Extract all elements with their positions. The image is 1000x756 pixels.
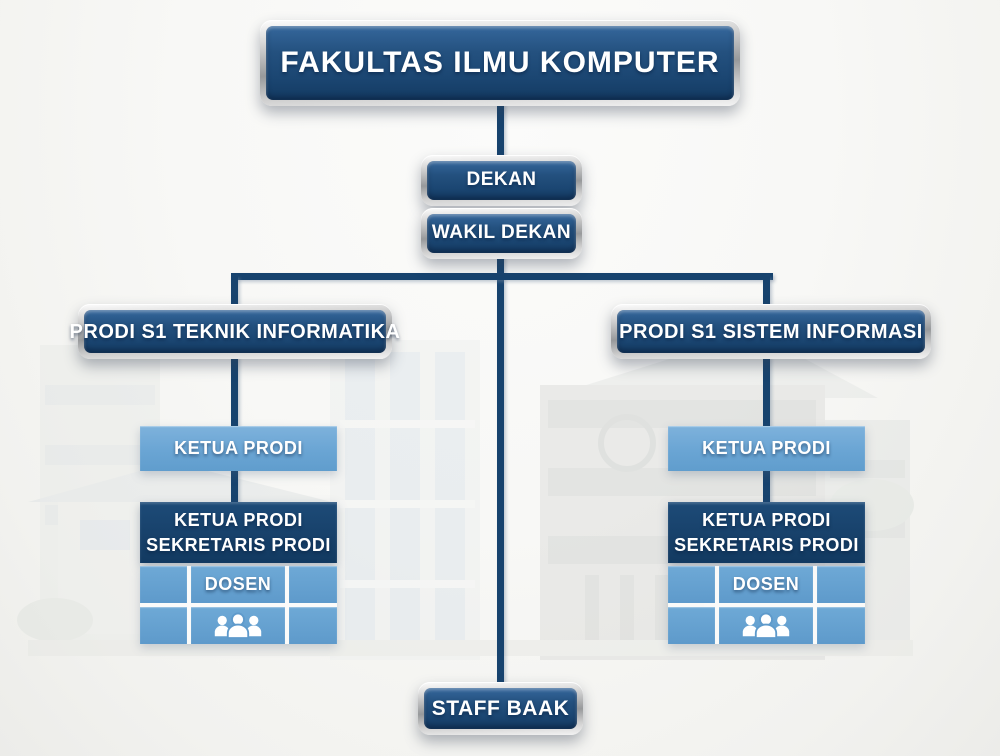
node-dekan: DEKAN bbox=[421, 155, 582, 206]
node-prodi-ti-inner: PRODI S1 TEKNIK INFORMATIKA bbox=[70, 310, 400, 353]
connector-right-prodi-ketua bbox=[763, 356, 770, 430]
node-wakil-dekan: WAKIL DEKAN bbox=[421, 208, 582, 259]
node-ketua-sekretaris-ti: KETUA PRODI SEKRETARIS PRODI bbox=[140, 502, 337, 563]
connector-root-dekan bbox=[497, 102, 504, 158]
prodi-si-label: PRODI S1 SISTEM INFORMASI bbox=[619, 320, 923, 343]
node-ketua-prodi-si: KETUA PRODI bbox=[668, 426, 865, 471]
connector-right-ketua-sekretaris bbox=[763, 468, 770, 504]
node-fakultas-inner: FAKULTAS ILMU KOMPUTER bbox=[266, 26, 734, 100]
fakultas-label: FAKULTAS ILMU KOMPUTER bbox=[280, 46, 720, 79]
node-staff-baak: STAFF BAAK bbox=[418, 682, 583, 735]
connector-center-vertical bbox=[497, 255, 504, 687]
wakil-dekan-label: WAKIL DEKAN bbox=[431, 222, 572, 244]
ketua-sekretaris-si-line1: KETUA PRODI bbox=[702, 510, 831, 531]
grid-cell-empty bbox=[668, 607, 715, 644]
dosen-grid-si: DOSEN bbox=[668, 566, 865, 644]
ketua-sekretaris-si-line2: SEKRETARIS PRODI bbox=[674, 534, 859, 555]
grid-cell-empty bbox=[289, 566, 337, 603]
node-ketua-prodi-ti: KETUA PRODI bbox=[140, 426, 337, 471]
node-prodi-sistem-informasi: PRODI S1 SISTEM INFORMASI bbox=[611, 304, 931, 359]
connector-left-drop bbox=[231, 276, 238, 308]
node-prodi-teknik-informatika: PRODI S1 TEKNIK INFORMATIKA bbox=[70, 304, 400, 359]
dosen-ti-label: DOSEN bbox=[204, 573, 272, 594]
grid-cell-dosen: DOSEN bbox=[719, 566, 813, 603]
connector-branch-horizontal bbox=[231, 273, 773, 280]
ketua-sekretaris-ti-line1: KETUA PRODI bbox=[174, 510, 303, 531]
node-wakil-dekan-inner: WAKIL DEKAN bbox=[427, 214, 576, 253]
dosen-si-label: DOSEN bbox=[732, 573, 800, 594]
node-staff-baak-inner: STAFF BAAK bbox=[424, 688, 577, 729]
ketua-prodi-si-label: KETUA PRODI bbox=[702, 437, 831, 458]
node-fakultas-ilmu-komputer: FAKULTAS ILMU KOMPUTER bbox=[260, 20, 740, 106]
ketua-sekretaris-ti-line2: SEKRETARIS PRODI bbox=[146, 534, 331, 555]
prodi-ti-label: PRODI S1 TEKNIK INFORMATIKA bbox=[69, 320, 401, 343]
people-icon bbox=[742, 612, 790, 639]
node-dekan-inner: DEKAN bbox=[427, 161, 576, 200]
grid-cell-members bbox=[191, 607, 285, 644]
connector-left-prodi-ketua bbox=[231, 356, 238, 430]
grid-cell-empty bbox=[140, 607, 187, 644]
grid-cell-empty bbox=[289, 607, 337, 644]
connector-right-drop bbox=[763, 276, 770, 308]
people-icon bbox=[214, 612, 262, 639]
grid-cell-empty bbox=[140, 566, 187, 603]
grid-cell-empty bbox=[817, 607, 865, 644]
grid-cell-members bbox=[719, 607, 813, 644]
node-prodi-si-inner: PRODI S1 SISTEM INFORMASI bbox=[617, 310, 925, 353]
grid-cell-empty bbox=[668, 566, 715, 603]
grid-cell-dosen: DOSEN bbox=[191, 566, 285, 603]
connector-left-ketua-sekretaris bbox=[231, 468, 238, 504]
staff-baak-label: STAFF BAAK bbox=[431, 696, 570, 720]
ketua-prodi-ti-label: KETUA PRODI bbox=[174, 437, 303, 458]
dekan-label: DEKAN bbox=[466, 169, 537, 191]
grid-cell-empty bbox=[817, 566, 865, 603]
node-ketua-sekretaris-si: KETUA PRODI SEKRETARIS PRODI bbox=[668, 502, 865, 563]
dosen-grid-ti: DOSEN bbox=[140, 566, 337, 644]
